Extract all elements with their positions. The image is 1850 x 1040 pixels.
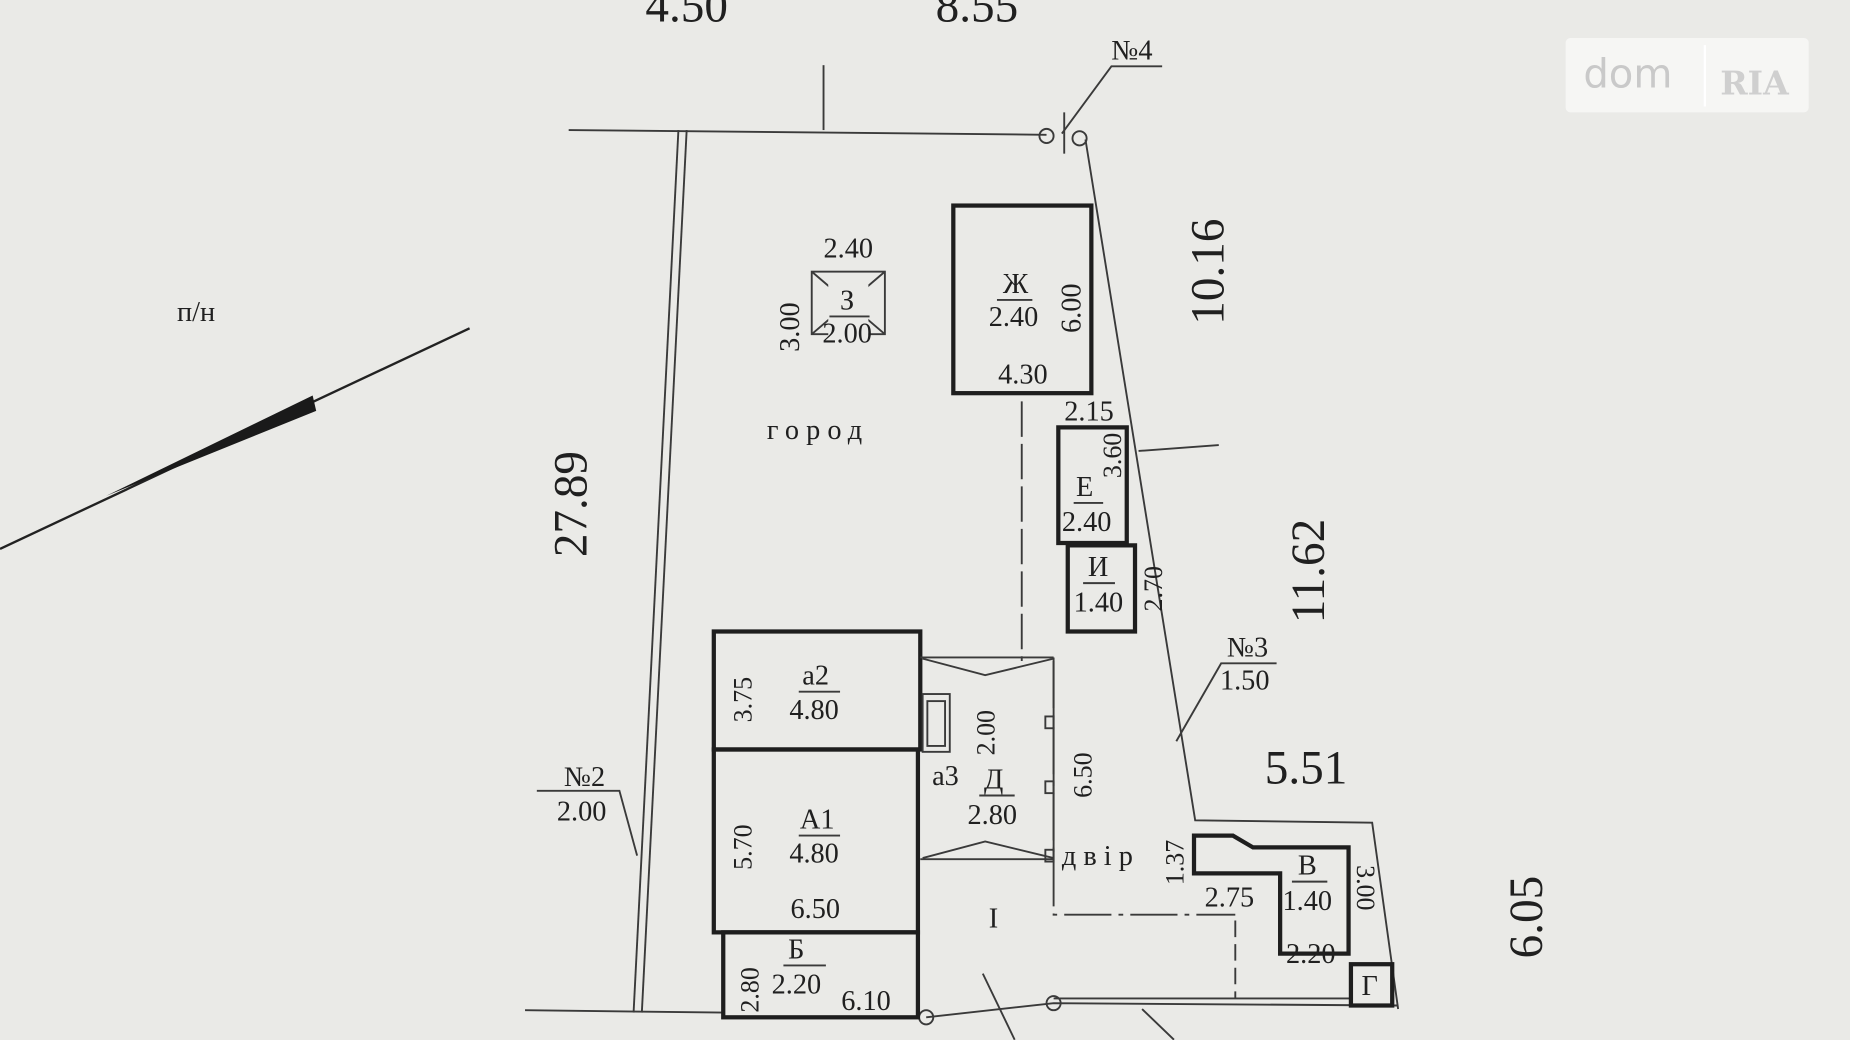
plot-boundary: [525, 65, 1400, 1040]
building-z-value: 2.00: [822, 318, 872, 349]
north-arrow: п/н: [0, 297, 471, 550]
building-b: Б 2.20 2.80 6.10: [721, 930, 921, 1020]
building-i-depth: 2.70: [1139, 566, 1168, 611]
building-d: 2.00 Д 2.80 6.50: [920, 656, 1097, 863]
building-b-value: 2.20: [772, 970, 822, 1001]
building-zh-value: 2.40: [989, 302, 1039, 333]
dim-top-right: 8.55: [936, 0, 1019, 33]
building-e-letter: Е: [1076, 472, 1093, 503]
point-3: №3 1.50: [1175, 632, 1277, 742]
building-e-width: 2.15: [1064, 396, 1114, 427]
building-e-value: 2.40: [1062, 507, 1112, 538]
building-d-letter: Д: [984, 764, 1003, 795]
watermark-dom: dom: [1583, 52, 1672, 98]
building-v-depth: 3.00: [1351, 865, 1380, 910]
domria-watermark: dom RIA: [1565, 38, 1809, 113]
dim-right-middle: 11.62: [1283, 519, 1335, 623]
point-2-label: №2: [564, 762, 605, 793]
building-v: В 1.40 2.75 2.20 1.37 3.00: [1160, 833, 1380, 970]
building-a2: а2 4.80 3.75: [711, 629, 923, 752]
building-a3: а3: [921, 693, 959, 792]
building-b-letter: Б: [788, 934, 804, 965]
building-z: З 2.00 2.40 3.00: [775, 233, 886, 352]
building-a3-letter: а3: [932, 761, 959, 792]
building-zh: Ж 2.40 6.00 4.30: [951, 203, 1094, 396]
building-e-depth: 3.60: [1098, 433, 1127, 478]
point-3-label: №3: [1227, 632, 1268, 663]
dim-left: 27.89: [545, 451, 597, 557]
point-4-label: №4: [1111, 35, 1152, 66]
building-z-width: 2.40: [824, 233, 874, 264]
building-a2-letter: а2: [802, 661, 829, 692]
point-2-value: 2.00: [557, 796, 607, 827]
section-label: I: [989, 904, 998, 935]
dim-right-upper: 10.16: [1183, 219, 1235, 325]
building-a1-depth: 5.70: [729, 824, 758, 869]
north-label: п/н: [177, 297, 215, 328]
building-a1-letter: А1: [800, 805, 835, 836]
dim-top-left: 4.50: [645, 0, 728, 33]
dim-right-step: 5.51: [1265, 743, 1348, 795]
building-g-letter: Г: [1362, 971, 1378, 1002]
watermark-ria: RIA: [1720, 64, 1789, 103]
building-v-value: 1.40: [1282, 886, 1332, 917]
building-a1: А1 4.80 5.70 6.50: [711, 747, 921, 935]
building-a1-width: 6.50: [790, 894, 840, 925]
building-zh-width: 4.30: [998, 360, 1048, 391]
building-b-width: 6.10: [841, 986, 891, 1017]
building-v-bottom: 2.20: [1286, 939, 1336, 970]
building-z-letter: З: [840, 285, 854, 316]
building-z-depth: 3.00: [775, 302, 806, 352]
yard-label: двір: [1062, 841, 1140, 872]
building-b-depth: 2.80: [736, 967, 765, 1012]
building-zh-letter: Ж: [1003, 269, 1029, 300]
building-a1-value: 4.80: [789, 839, 839, 870]
point-4: №4: [1061, 35, 1163, 135]
building-a2-value: 4.80: [789, 695, 839, 726]
building-d-length: 6.50: [1068, 752, 1097, 797]
dim-right-lower: 6.05: [1501, 876, 1553, 959]
building-v-letter: В: [1298, 851, 1317, 882]
building-d-depth: 2.00: [972, 710, 1001, 755]
building-v-width: 2.75: [1205, 882, 1255, 913]
building-g: Г: [1348, 962, 1395, 1008]
building-zh-depth: 6.00: [1057, 283, 1088, 333]
garden-label: город: [767, 415, 869, 446]
point-2: №2 2.00: [536, 762, 639, 856]
building-e: 2.15 Е 2.40 3.60: [1056, 396, 1129, 546]
building-i: И 1.40 2.70: [1065, 543, 1168, 634]
building-d-value: 2.80: [967, 800, 1017, 831]
building-v-step: 1.37: [1160, 840, 1189, 885]
point-3-value: 1.50: [1220, 665, 1270, 696]
building-i-value: 1.40: [1074, 587, 1124, 618]
building-i-letter: И: [1088, 552, 1108, 583]
building-a2-depth: 3.75: [729, 677, 758, 722]
